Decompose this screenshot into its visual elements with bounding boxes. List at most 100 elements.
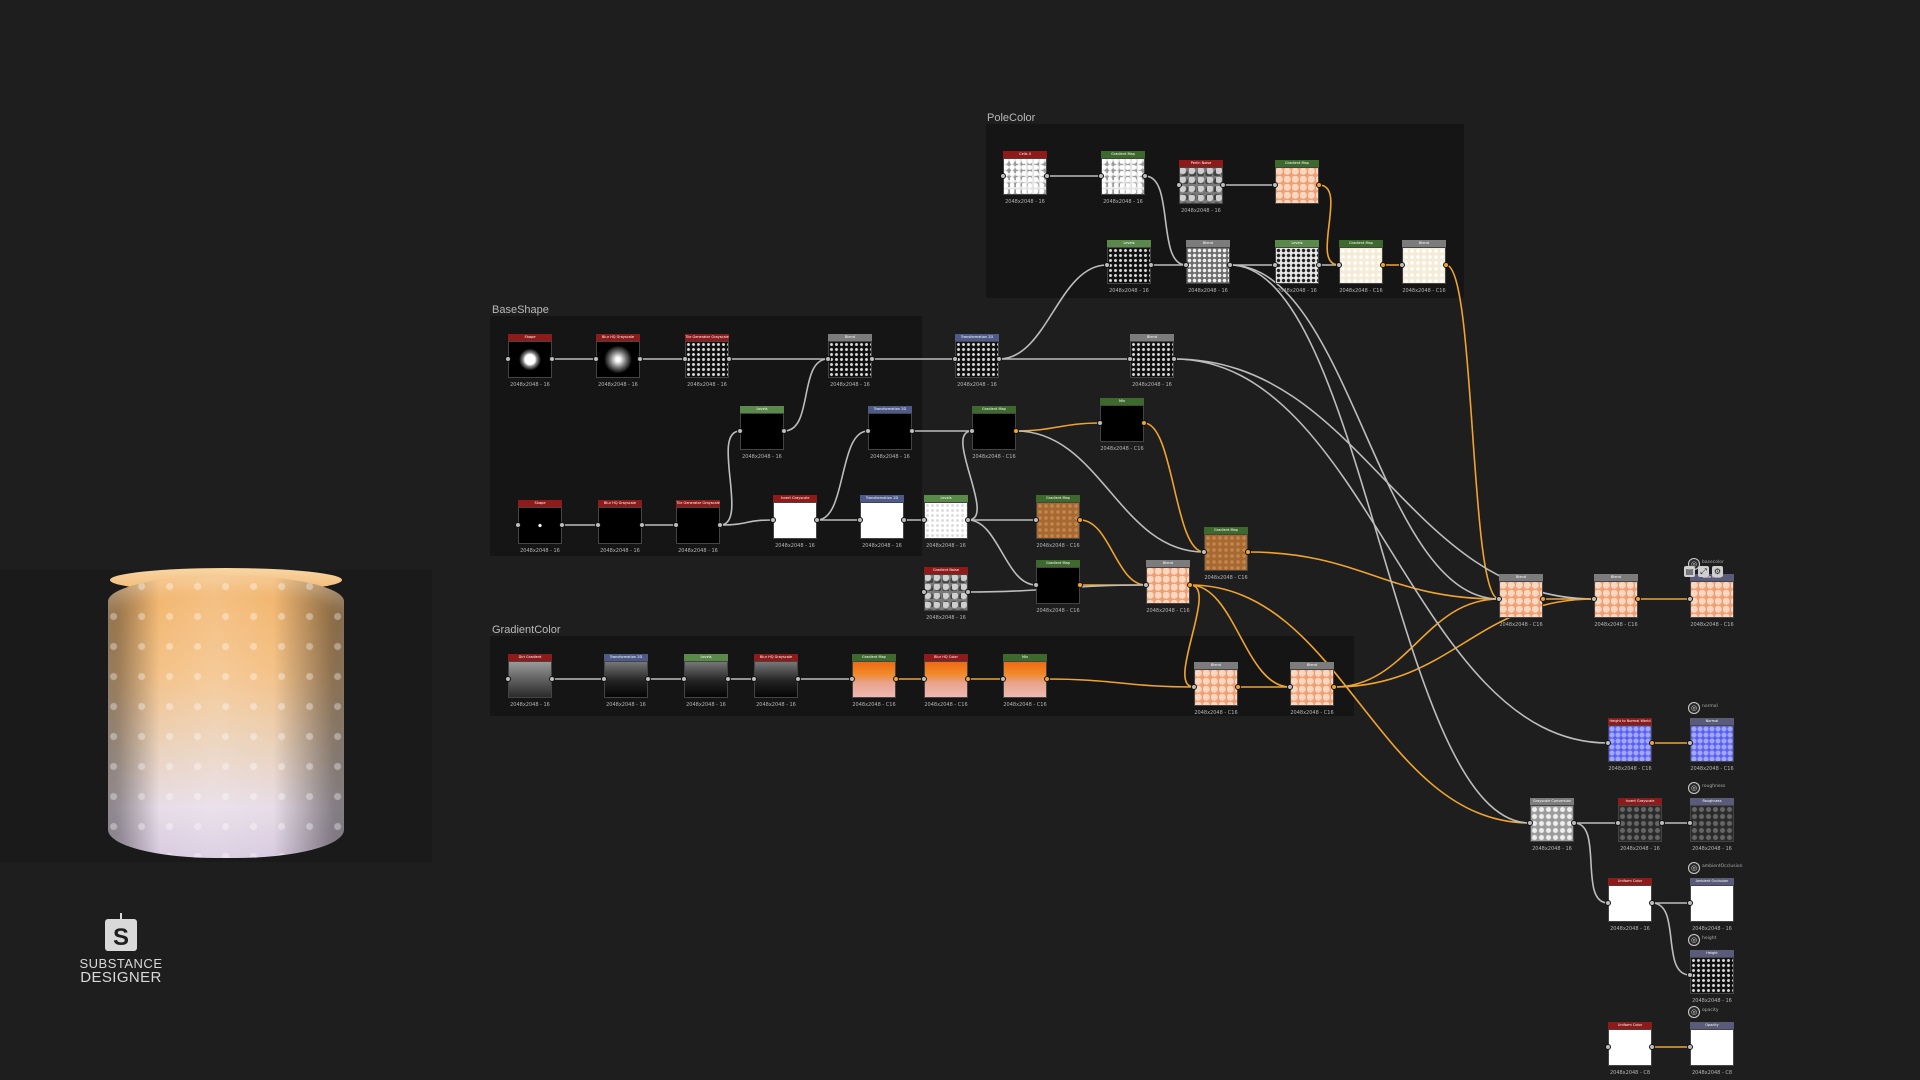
input-port[interactable] (1098, 173, 1104, 179)
input-port[interactable] (1336, 262, 1342, 268)
output-port[interactable] (1540, 596, 1546, 602)
input-port[interactable] (505, 676, 511, 682)
connection-wire[interactable] (1333, 598, 1595, 688)
input-port[interactable] (1615, 820, 1621, 826)
input-port[interactable] (865, 428, 871, 434)
input-port[interactable] (682, 356, 688, 362)
input-port[interactable] (593, 356, 599, 362)
input-port[interactable] (1605, 900, 1611, 906)
input-port[interactable] (515, 522, 521, 528)
output-port[interactable] (814, 517, 820, 523)
input-port[interactable] (952, 356, 958, 362)
fit-icon[interactable]: ⤢ (1698, 566, 1709, 577)
output-port[interactable] (965, 517, 971, 523)
output-port[interactable] (645, 676, 651, 682)
input-port[interactable] (1527, 820, 1533, 826)
output-port[interactable] (1044, 173, 1050, 179)
input-port[interactable] (737, 428, 743, 434)
connection-wire[interactable] (1015, 422, 1101, 432)
output-port[interactable] (1142, 173, 1148, 179)
input-port[interactable] (1496, 596, 1502, 602)
output-port[interactable] (1044, 676, 1050, 682)
output-port[interactable] (1077, 582, 1083, 588)
output-port[interactable] (549, 356, 555, 362)
output-port[interactable] (795, 676, 801, 682)
connection-wire[interactable] (1229, 264, 1500, 600)
output-port[interactable] (1380, 262, 1386, 268)
connection-wire[interactable] (1445, 264, 1500, 600)
doc-icon[interactable]: ▤ (1684, 566, 1695, 577)
output-port[interactable] (909, 428, 915, 434)
input-port[interactable] (673, 522, 679, 528)
input-port[interactable] (857, 517, 863, 523)
input-port[interactable] (1201, 549, 1207, 555)
input-port[interactable] (601, 676, 607, 682)
input-port[interactable] (770, 517, 776, 523)
input-port[interactable] (1605, 740, 1611, 746)
input-port[interactable] (1033, 582, 1039, 588)
output-port[interactable] (559, 522, 565, 528)
output-port[interactable] (1220, 182, 1226, 188)
connection-wire[interactable] (1079, 519, 1147, 586)
connection-wire[interactable] (967, 519, 1037, 586)
input-port[interactable] (1143, 582, 1149, 588)
output-port[interactable] (725, 676, 731, 682)
connection-wire[interactable] (1143, 422, 1205, 553)
input-port[interactable] (969, 428, 975, 434)
output-port[interactable] (1077, 517, 1083, 523)
output-port[interactable] (1245, 549, 1251, 555)
connection-wire[interactable] (1333, 598, 1500, 688)
settings-icon[interactable]: ⚙ (1712, 566, 1723, 577)
input-port[interactable] (1687, 596, 1693, 602)
output-port[interactable] (996, 356, 1002, 362)
output-port[interactable] (1649, 1044, 1655, 1050)
output-port[interactable] (1443, 262, 1449, 268)
connection-wire[interactable] (1229, 264, 1531, 824)
output-port[interactable] (1316, 262, 1322, 268)
input-port[interactable] (1687, 1044, 1693, 1050)
input-port[interactable] (1033, 517, 1039, 523)
input-port[interactable] (1687, 972, 1693, 978)
input-port[interactable] (1104, 262, 1110, 268)
node-pc4[interactable]: Gradient Map (1272, 160, 1322, 206)
output-port[interactable] (1331, 684, 1337, 690)
connection-wire[interactable] (1651, 902, 1691, 976)
input-port[interactable] (595, 522, 601, 528)
input-port[interactable] (1097, 420, 1103, 426)
input-port[interactable] (1687, 900, 1693, 906)
input-port[interactable] (505, 356, 511, 362)
output-port[interactable] (1227, 262, 1233, 268)
input-port[interactable] (849, 676, 855, 682)
output-port[interactable] (639, 522, 645, 528)
input-port[interactable] (1687, 740, 1693, 746)
input-port[interactable] (921, 517, 927, 523)
output-port[interactable] (1141, 420, 1147, 426)
output-port[interactable] (965, 589, 971, 595)
input-port[interactable] (1183, 262, 1189, 268)
output-port[interactable] (869, 356, 875, 362)
input-port[interactable] (1399, 262, 1405, 268)
